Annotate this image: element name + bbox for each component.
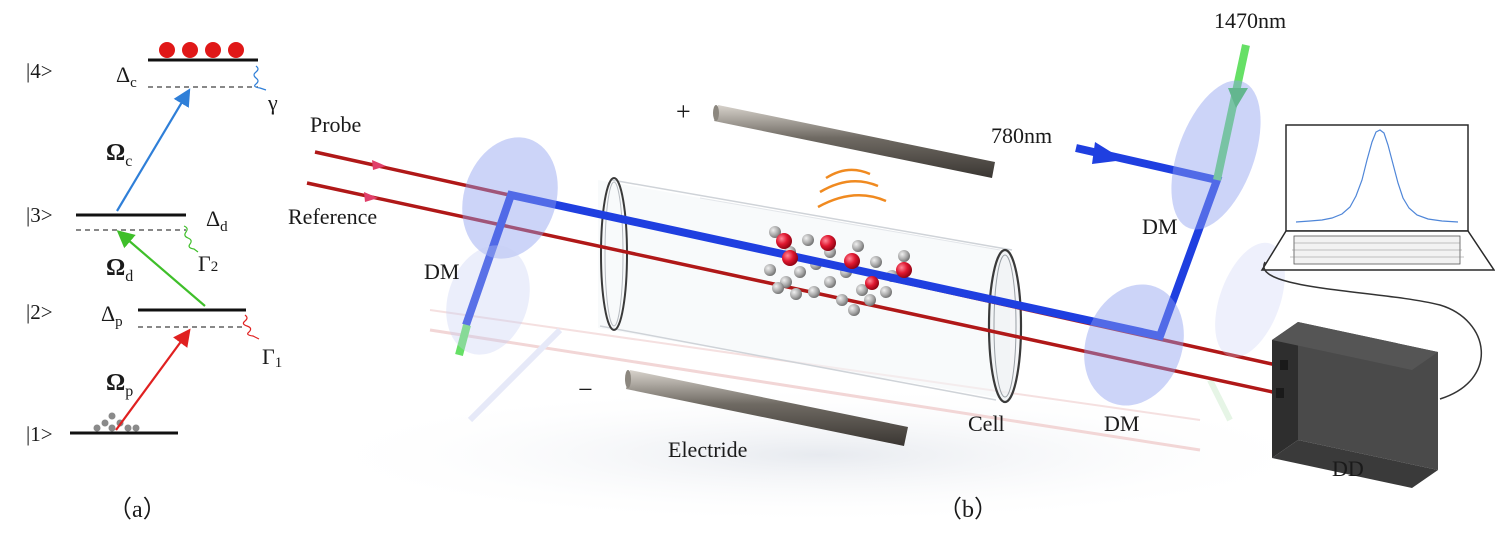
electrode-label: Electride <box>668 437 747 462</box>
energy-level-diagram: |4> |3> |2> |1> Δc Δd Δp γ Γ2 Γ1 Ωc Ωd Ω… <box>26 42 282 523</box>
probe-label: Probe <box>310 112 361 137</box>
state-2-label: |2> <box>26 300 53 324</box>
detector-cable <box>1263 261 1482 400</box>
omega-p-label: Ωp <box>106 370 133 400</box>
reference-label: Reference <box>288 204 377 229</box>
state-3-label: |3> <box>26 203 53 227</box>
delta-p-label: Δp <box>101 301 123 330</box>
dressing-beam-right <box>1213 44 1250 181</box>
dressing-arrow <box>116 230 206 307</box>
delta-d-label: Δd <box>206 206 228 235</box>
decay-gamma-wiggle <box>253 65 267 91</box>
detector-label: DD <box>1332 456 1364 481</box>
rydberg-atoms <box>776 233 912 290</box>
dm-right-bottom-label: DM <box>1104 411 1139 436</box>
probe-arrow <box>115 328 191 431</box>
caption-b: （b） <box>938 497 998 523</box>
gamma1-label: Γ1 <box>262 344 282 371</box>
cell-label: Cell <box>968 411 1005 436</box>
dichroic-mirror-right-top <box>1171 80 1261 230</box>
decay-gamma1-wiggle <box>242 314 260 340</box>
minus-sign: − <box>578 375 593 404</box>
electrode-top <box>713 105 995 178</box>
dm-right-top-label: DM <box>1142 214 1177 239</box>
omega-c-label: Ωc <box>106 140 132 170</box>
decay-gamma2-wiggle <box>183 225 199 253</box>
wavelength-1470-label: 1470nm <box>1214 8 1286 33</box>
wavelength-780-label: 780nm <box>991 123 1052 148</box>
state-1-label: |1> <box>26 422 53 446</box>
caption-a: （a） <box>108 497 167 523</box>
dressing-beam-left <box>455 323 471 357</box>
experimental-setup: + − Electride <box>288 8 1495 525</box>
state-4-label: |4> <box>26 59 53 83</box>
dm-left-label: DM <box>424 259 459 284</box>
electrode-bottom <box>625 370 908 446</box>
plus-sign: + <box>676 97 691 126</box>
coupling-beam-arrowhead <box>1092 142 1124 164</box>
dressing-beam-arrowhead <box>1228 88 1248 108</box>
dichroic-mirror-right-bottom <box>1084 242 1285 406</box>
field-wave-icon <box>817 168 887 209</box>
omega-d-label: Ωd <box>106 255 133 285</box>
rydberg-population <box>159 42 244 58</box>
gamma-label: γ <box>267 90 278 115</box>
delta-c-label: Δc <box>116 62 137 91</box>
coupling-arrow <box>116 88 191 212</box>
laptop-icon <box>1260 124 1495 271</box>
dichroic-mirror-left <box>446 137 558 355</box>
reference-arrowhead <box>364 192 378 202</box>
detector-box <box>1272 322 1438 488</box>
gamma2-label: Γ2 <box>198 251 218 276</box>
coupling-beam <box>462 144 1223 341</box>
probe-arrowhead <box>372 160 386 170</box>
